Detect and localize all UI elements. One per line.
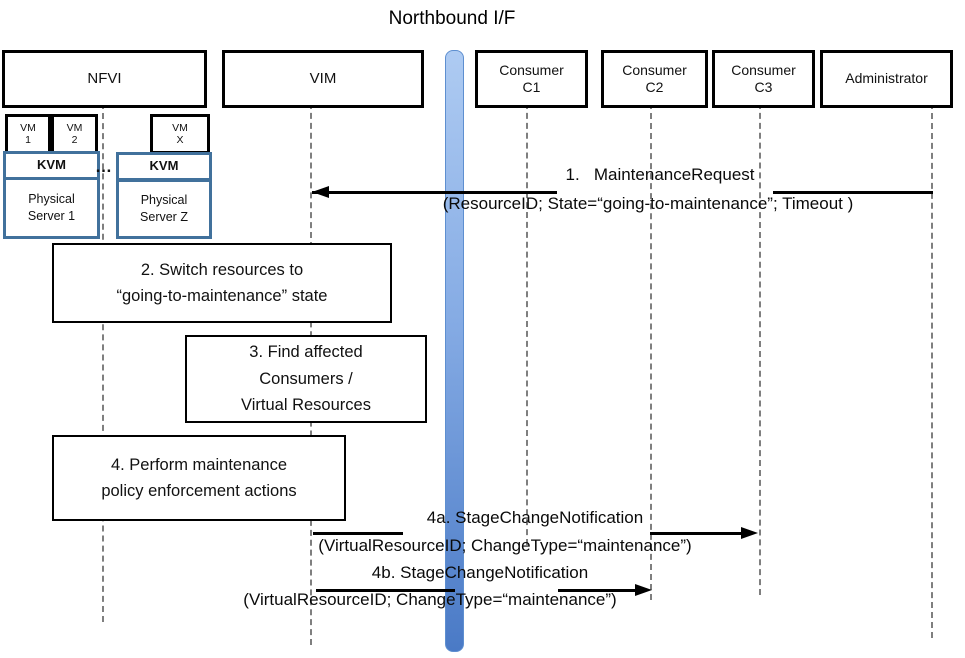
actor-consumer-c2: Consumer C2 (601, 50, 708, 108)
physical-server-1-box: Physical Server 1 (3, 177, 100, 239)
step-3-line3: Virtual Resources (241, 396, 371, 415)
step-2-line1: 2. Switch resources to (140, 260, 304, 279)
kvm-box-left: KVM (3, 151, 100, 180)
vm-x-number: X (176, 134, 184, 146)
vm-2-box: VM 2 (51, 114, 98, 154)
vm-x-box: VM X (150, 114, 210, 154)
message-4b-name: 4b. StageChangeNotification (371, 563, 589, 582)
message-1-arrowhead (312, 186, 329, 198)
physical-server-z-line2: Server Z (140, 210, 188, 224)
actor-administrator-label: Administrator (845, 70, 928, 87)
message-4b-arrowhead (635, 584, 652, 596)
actor-consumer-c1: Consumer C1 (475, 50, 588, 108)
actor-vim: VIM (222, 50, 424, 108)
physical-server-1-line2: Server 1 (27, 209, 76, 223)
actor-nfvi: NFVI (2, 50, 207, 108)
actor-vim-label: VIM (309, 69, 337, 87)
actor-nfvi-label: NFVI (87, 69, 122, 87)
northbound-interface-bar (445, 50, 464, 652)
actor-consumer-c1-id: C1 (522, 79, 541, 95)
diagram-title: Northbound I/F (388, 8, 516, 29)
lifeline-consumer-c3 (759, 103, 761, 595)
actor-consumer-c3: Consumer C3 (712, 50, 815, 108)
actor-consumer-c1-label: Consumer (499, 61, 564, 78)
physical-server-z-line1: Physical (140, 193, 188, 208)
message-1-name: 1. MaintenanceRequest (565, 165, 755, 184)
message-4a-arrowhead (741, 527, 758, 539)
message-4a-line-left (313, 532, 403, 535)
step-4-line1: 4. Perform maintenance (110, 455, 288, 474)
vm-1-box: VM 1 (5, 114, 51, 154)
actor-consumer-c2-label: Consumer (622, 61, 687, 78)
step-3-box: 3. Find affected Consumers / Virtual Res… (185, 335, 427, 423)
kvm-right-label: KVM (149, 158, 179, 174)
vm-x-label: VM (172, 121, 188, 134)
step-3-line2: Consumers / (259, 369, 353, 388)
lifeline-nfvi (102, 103, 104, 622)
actor-administrator: Administrator (820, 50, 953, 108)
actor-consumer-c2-id: C2 (645, 79, 664, 95)
ellipsis: … (95, 157, 113, 176)
kvm-box-right: KVM (116, 152, 212, 181)
message-1-params: (ResourceID; State=“going-to-maintenance… (442, 194, 854, 213)
actor-consumer-c3-id: C3 (754, 79, 773, 95)
step-3-line1: 3. Find affected (249, 343, 363, 362)
vm-2-label: VM (66, 121, 83, 134)
lifeline-consumer-c1 (526, 103, 528, 545)
message-4b-line-right (558, 589, 636, 592)
lifeline-consumer-c2 (650, 103, 652, 600)
physical-server-z-box: Physical Server Z (116, 179, 212, 239)
kvm-left-label: KVM (37, 157, 66, 173)
step-4-box: 4. Perform maintenance policy enforcemen… (52, 435, 346, 521)
actor-consumer-c3-label: Consumer (731, 61, 796, 78)
step-2-line2: “going-to-maintenance” state (116, 287, 328, 305)
vm-2-number: 2 (71, 134, 78, 146)
step-2-box: 2. Switch resources to “going-to-mainten… (52, 243, 392, 323)
vm-1-label: VM (20, 121, 36, 134)
message-4b-params: (VirtualResourceID; ChangeType=“maintena… (243, 590, 617, 609)
lifeline-administrator (931, 103, 933, 638)
vm-1-number: 1 (25, 134, 31, 146)
message-4a-line-right (650, 532, 742, 535)
message-4b-line-left (316, 589, 455, 592)
step-4-line2: policy enforcement actions (101, 482, 297, 500)
message-1-line-left (312, 191, 557, 194)
message-4a-params: (VirtualResourceID; ChangeType=“maintena… (318, 536, 692, 555)
message-1-line-right (773, 191, 933, 194)
physical-server-1-line1: Physical (28, 192, 75, 207)
message-4a-name: 4a. StageChangeNotification (426, 508, 644, 527)
